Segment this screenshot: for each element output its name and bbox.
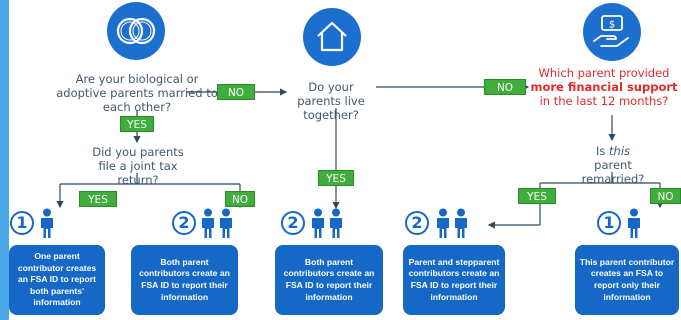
count-badge: 1 — [597, 211, 621, 235]
result-text: Both parent contributors create an FSA I… — [283, 256, 375, 302]
remarried-italic: this — [609, 144, 631, 158]
yes-tag-joint-tax: YES — [79, 191, 117, 207]
result-text: This parent contributor creates an FSA t… — [579, 256, 675, 302]
person-icon — [437, 208, 449, 238]
person-icon — [41, 208, 53, 238]
no-tag-joint-tax: NO — [225, 191, 255, 207]
question-joint-tax: Did you parents file a joint tax return? — [92, 145, 184, 187]
count-badge: 1 — [10, 211, 34, 235]
result-text: Parent and stepparent contributors creat… — [408, 256, 500, 302]
support-bold: more financial support — [530, 80, 678, 94]
person-icon — [330, 208, 342, 238]
person-icon — [202, 208, 214, 238]
count-badge: 2 — [405, 211, 429, 235]
question-live-together: Do your parents live together? — [297, 80, 365, 122]
rings-icon — [107, 2, 165, 60]
no-tag-live-together: NO — [484, 79, 526, 95]
yes-tag-live-together: YES — [318, 170, 354, 186]
support-prefix: Which parent provided — [538, 66, 670, 80]
no-tag-married: NO — [217, 84, 255, 100]
remarried-suffix: parent remarried? — [581, 158, 645, 186]
support-suffix: in the last 12 months? — [539, 94, 669, 108]
house-icon — [303, 8, 361, 66]
no-tag-remarried: NO — [650, 188, 681, 204]
person-icon — [312, 208, 324, 238]
result-box-live-together: Both parent contributors create an FSA I… — [275, 245, 383, 315]
yes-tag-remarried: YES — [518, 188, 556, 204]
count-badge: 2 — [172, 211, 196, 235]
left-accent-band — [0, 0, 9, 320]
remarried-prefix: Is — [595, 144, 606, 158]
count-badge: 2 — [281, 211, 305, 235]
svg-text:$: $ — [609, 20, 615, 31]
result-box-one-parent: One parent contributor creates an FSA ID… — [9, 245, 105, 315]
person-icon — [220, 208, 232, 238]
question-remarried: Is this parent remarried? — [577, 144, 649, 186]
question-financial-support: Which parent provided more financial sup… — [528, 66, 680, 108]
person-icon — [455, 208, 467, 238]
result-box-stepparent: Parent and stepparent contributors creat… — [403, 245, 505, 315]
result-box-single-parent: This parent contributor creates an FSA t… — [575, 245, 679, 315]
yes-tag-married: YES — [120, 116, 154, 132]
money-hand-icon: $ — [583, 3, 641, 61]
result-text: One parent contributor creates an FSA ID… — [17, 251, 97, 308]
result-box-both-separate: Both parent contributors create an FSA I… — [131, 245, 238, 315]
question-married: Are your biological or adoptive parents … — [56, 72, 218, 114]
person-icon — [628, 208, 640, 238]
result-text: Both parent contributors create an FSA I… — [139, 256, 230, 302]
